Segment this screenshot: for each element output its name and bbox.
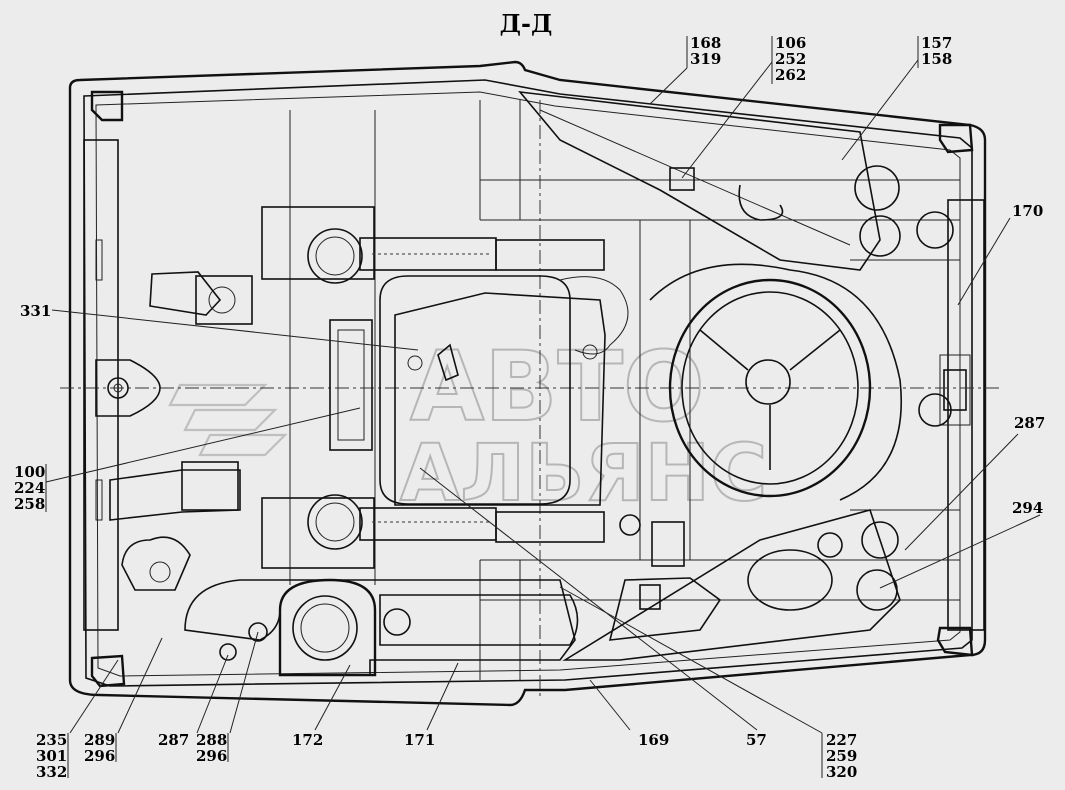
callout-168-319: 168 319: [690, 34, 721, 68]
leader-lines: [45, 36, 1041, 778]
callout-text: 259: [826, 747, 857, 765]
callout-text: 320: [826, 763, 857, 781]
callout-text: 288: [196, 731, 227, 749]
misc-fittings: [407, 343, 685, 567]
pedal-mount-bottom: [261, 494, 605, 569]
central-console: [329, 275, 629, 506]
callout-text: 157: [921, 34, 952, 52]
callout-171: 171: [404, 731, 435, 749]
pedal-mount-top: [261, 206, 605, 284]
callout-227-259-320: 227 259 320: [826, 731, 857, 781]
callout-100-224-258: 100 224 258: [14, 463, 45, 513]
watermark: АВТО АЛЬЯНС: [168, 330, 768, 520]
callout-text: 301: [36, 747, 67, 765]
callout-331: 331: [20, 302, 51, 320]
callout-text: 169: [638, 731, 669, 749]
heater-unit: [121, 536, 579, 677]
section-title: Д-Д: [500, 9, 553, 38]
callout-289-296: 289 296: [84, 731, 115, 765]
callout-text: 287: [158, 731, 189, 749]
callout-text: 158: [921, 50, 952, 68]
callout-text: 262: [775, 66, 806, 84]
callout-287-right: 287: [1014, 414, 1045, 432]
callout-169: 169: [638, 731, 669, 749]
callout-text: 170: [1012, 202, 1043, 220]
callout-170: 170: [1012, 202, 1043, 220]
callout-287-left: 287: [158, 731, 189, 749]
callout-text: 319: [690, 50, 721, 68]
callout-text: 258: [14, 495, 45, 513]
callout-235-301-332: 235 301 332: [36, 731, 67, 781]
callout-text: 57: [746, 731, 767, 749]
watermark-line1: АВТО: [410, 331, 705, 443]
callout-text: 227: [826, 731, 857, 749]
bottom-right-duct: [562, 393, 952, 661]
callout-text: 252: [775, 50, 806, 68]
structure-lines: [289, 100, 960, 680]
callout-157-158: 157 158: [921, 34, 952, 68]
callout-labels: 168 319 106 252 262 157 158 170 331 287 …: [14, 34, 1045, 781]
callout-text: 287: [1014, 414, 1045, 432]
callout-text: 331: [20, 302, 51, 320]
callout-text: 332: [36, 763, 67, 781]
callout-172: 172: [292, 731, 323, 749]
callout-text: 168: [690, 34, 721, 52]
steering-wheel: [649, 263, 902, 501]
callout-text: 172: [292, 731, 323, 749]
cab-frame: [68, 60, 987, 707]
left-hub: [95, 359, 161, 417]
callout-text: 296: [196, 747, 227, 765]
callout-text: 235: [36, 731, 67, 749]
callout-288-296: 288 296: [196, 731, 227, 765]
callout-57: 57: [746, 731, 767, 749]
callout-106-252-262: 106 252 262: [775, 34, 806, 84]
callout-text: 224: [14, 479, 45, 497]
callout-text: 296: [84, 747, 115, 765]
top-right-duct: [518, 90, 954, 271]
callout-text: 289: [84, 731, 115, 749]
callout-text: 100: [14, 463, 45, 481]
callout-294: 294: [1012, 499, 1043, 517]
callout-text: 294: [1012, 499, 1043, 517]
callout-text: 106: [775, 34, 806, 52]
left-brackets: [109, 271, 253, 521]
callout-text: 171: [404, 731, 435, 749]
